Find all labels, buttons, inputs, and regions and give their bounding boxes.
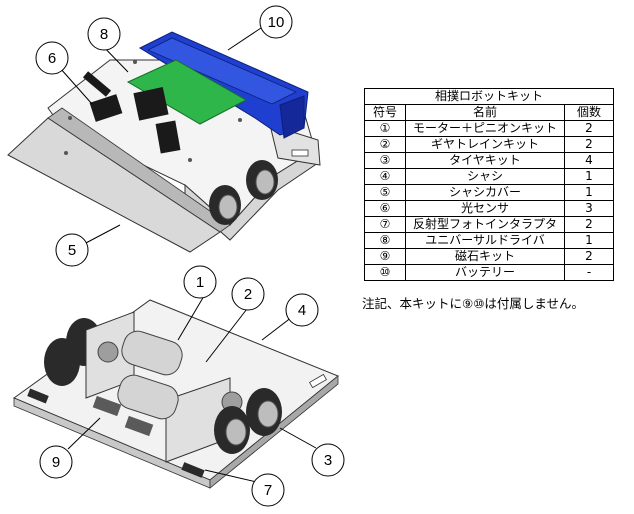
photo-interrupter-front (27, 388, 49, 404)
table-row: ① モーター＋ピニオンキット 2 (364, 120, 614, 137)
row-quantity: 2 (564, 216, 614, 233)
callout-8: 8 (87, 17, 121, 51)
row-name: 磁石キット (405, 248, 565, 265)
callout-6-label: 6 (48, 50, 56, 67)
motor-1 (121, 330, 183, 376)
callout-8-label: 8 (100, 26, 108, 43)
callout-4-label: 4 (298, 302, 306, 319)
row-quantity: 2 (564, 120, 614, 137)
table-row: ⑦ 反射型フォトインタラプタ 2 (364, 216, 614, 233)
row-name: 光センサ (405, 200, 565, 217)
battery-top (147, 37, 297, 105)
chassis-internals (12, 299, 339, 489)
magnet-2 (124, 415, 154, 437)
robot-assembly-drawing: 8 6 10 5 1 2 4 3 9 7 (7, 5, 345, 507)
sensor-lead (82, 71, 112, 97)
wheel-right-outer-hub (257, 400, 279, 428)
gear-left (97, 341, 119, 363)
callout-1-label: 1 (196, 274, 204, 291)
table-row: ⑥ 光センサ 3 (364, 200, 614, 217)
table-row: ⑩ バッテリー - (364, 264, 614, 281)
footnote: 注記、本キットに⑨⑩は付属しません。 (362, 296, 585, 311)
screw-hole (133, 60, 137, 64)
row-quantity: 2 (564, 136, 614, 153)
table-row: ⑧ ユニバーサルドライバ 1 (364, 232, 614, 249)
callout-9-label: 9 (52, 454, 60, 471)
row-name: バッテリー (405, 264, 565, 281)
table-title-row: 相撲ロボットキット (364, 88, 614, 105)
light-sensor-3 (155, 120, 181, 154)
row-number: ④ (364, 168, 406, 185)
parts-list-table: 相撲ロボットキット 符号 名前 個数 ① モーター＋ピニオンキット 2 ② ギヤ… (364, 88, 614, 281)
callout-3-label: 3 (324, 452, 332, 469)
wheel-front-left-hub (218, 194, 238, 220)
row-name: シャシ (405, 168, 565, 185)
row-number: ① (364, 120, 406, 137)
table-row: ⑨ 磁石キット 2 (364, 248, 614, 265)
callout-5-label: 5 (68, 242, 76, 259)
row-name: ユニバーサルドライバ (405, 232, 565, 249)
row-quantity: 3 (564, 200, 614, 217)
row-number: ⑧ (364, 232, 406, 249)
row-quantity: 1 (564, 184, 614, 201)
screw-hole (188, 158, 192, 162)
row-name: モーター＋ピニオンキット (405, 120, 565, 137)
row-name: シャシカバー (405, 184, 565, 201)
row-name: ギヤトレインキット (405, 136, 565, 153)
table-row: ④ シャシ 1 (364, 168, 614, 185)
callout-4: 4 (285, 293, 319, 327)
row-quantity: 4 (564, 152, 614, 169)
row-quantity: 1 (564, 232, 614, 249)
rear-slot (291, 149, 309, 157)
header-quantity: 個数 (564, 104, 614, 121)
header-name: 名前 (405, 104, 565, 121)
driver-board (126, 59, 248, 125)
screw-hole (64, 151, 68, 155)
light-sensor-2 (133, 86, 169, 121)
callout-7-label: 7 (264, 482, 272, 499)
table-row: ② ギヤトレインキット 2 (364, 136, 614, 153)
callout-7: 7 (251, 473, 285, 507)
callout-10: 10 (259, 5, 293, 39)
row-number: ⑤ (364, 184, 406, 201)
callout-10-label: 10 (268, 14, 285, 31)
rear-slot-2 (309, 373, 327, 389)
chassis-plate-edge-right (209, 375, 339, 489)
assembled-robot (7, 31, 321, 253)
row-number: ⑨ (364, 248, 406, 265)
row-number: ⑩ (364, 264, 406, 281)
callout-3: 3 (311, 443, 345, 477)
screw-hole (238, 118, 242, 122)
table-header-row: 符号 名前 個数 (364, 104, 614, 121)
callout-1: 1 (183, 265, 217, 299)
row-quantity: - (564, 264, 614, 281)
row-number: ⑥ (364, 200, 406, 217)
table-row: ⑤ シャシカバー 1 (364, 184, 614, 201)
table-title: 相撲ロボットキット (364, 88, 614, 105)
row-name: 反射型フォトインタラプタ (405, 216, 565, 233)
callout-2-label: 2 (244, 286, 252, 303)
callout-2: 2 (231, 277, 265, 311)
magnet-1 (92, 395, 122, 417)
callout-6: 6 (35, 41, 69, 75)
table-row: ③ タイヤキット 4 (364, 152, 614, 169)
screw-hole (68, 116, 72, 120)
wheel-rear-left-hub (255, 169, 275, 195)
wheel-right-inner-hub (225, 418, 247, 446)
photo-interrupter-rear (181, 462, 205, 478)
row-number: ② (364, 136, 406, 153)
callout-leaders (59, 25, 317, 485)
row-number: ⑦ (364, 216, 406, 233)
row-number: ③ (364, 152, 406, 169)
header-number: 符号 (364, 104, 406, 121)
row-quantity: 2 (564, 248, 614, 265)
row-name: タイヤキット (405, 152, 565, 169)
callout-9: 9 (39, 445, 73, 479)
battery-side (279, 95, 305, 139)
row-quantity: 1 (564, 168, 614, 185)
motor-2 (117, 374, 179, 420)
light-sensor-1 (89, 94, 123, 122)
callout-5: 5 (55, 233, 89, 267)
front-scoop-top (47, 107, 231, 233)
